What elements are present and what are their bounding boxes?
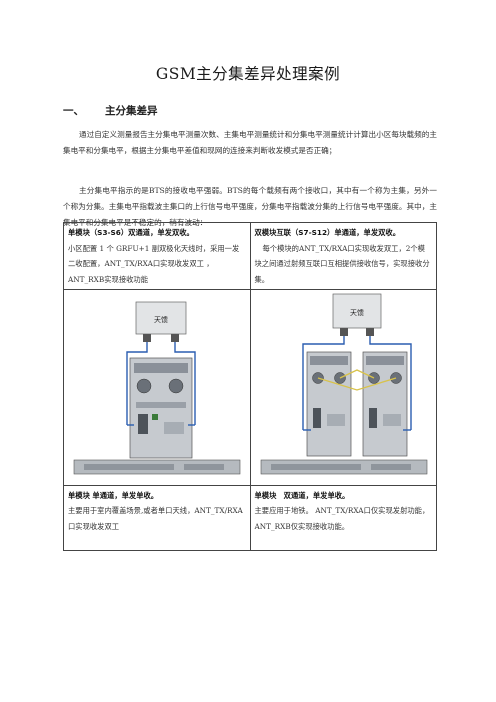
module-label-plate (326, 414, 345, 426)
cell-single-module-dual-channel-single-rx: 单模块 双通道，单发单收。 主要应用于地铁。 ANT_TX/RXA口仅实现发射功… (249, 484, 437, 551)
configuration-table: 单模块（S3-S6）双通道，单发双收。 小区配置 1 个 GRFU+1 副双极化… (63, 222, 437, 551)
dual-module-wiring-diagram: 天馈 (260, 293, 427, 475)
cell-single-module-dual-channel: 单模块（S3-S6）双通道，单发双收。 小区配置 1 个 GRFU+1 副双极化… (63, 222, 251, 290)
page-title: GSM主分集差异处理案例 (155, 65, 341, 83)
rack-slot (84, 464, 174, 470)
cable-module1 (301, 336, 345, 430)
cell-text: 小区配置 1 个 GRFU+1 副双极化天线时，采用一发二收配置，ANT_TX/… (68, 243, 240, 284)
antenna-box (332, 293, 381, 329)
port-b-icon (168, 378, 184, 394)
cable-main (126, 342, 148, 425)
cell-heading: 单模块 单通道，单发单收。 (68, 490, 159, 500)
antenna-label: 天馈 (350, 308, 364, 317)
cell-heading: 单模块（S3-S6）双通道，单发双收。 (68, 228, 194, 237)
antenna-connector (339, 328, 348, 336)
cell-heading: 双模块互联（S7-S12）单通道，单发双收。 (254, 228, 401, 237)
section-heading-text: 主分集差异 (105, 105, 158, 117)
module-top-panel (309, 356, 348, 365)
rf-module-2 (362, 351, 407, 457)
cell-text: 主要用于室内覆盖场景,或者单口天线，ANT_TX/RXA口实现收发双工 (68, 506, 243, 531)
rf-module-1 (306, 351, 351, 457)
section-number: 一、 (63, 105, 84, 117)
rack-slot (370, 464, 411, 470)
cell-heading: 单模块 双通道，单发单收。 (254, 490, 350, 500)
cell-single-module-single-channel: 单模块 单通道，单发单收。 主要用于室内覆盖场景,或者单口天线，ANT_TX/R… (63, 484, 251, 551)
antenna-label: 天馈 (154, 315, 168, 324)
module-slot (138, 414, 148, 434)
paragraph-1: 通过自定义测量报告主分集电平测量次数、主集电平测量统计和分集电平测量统计计算出小… (63, 130, 437, 155)
module-top-panel (365, 356, 404, 365)
single-module-wiring-diagram: 天馈 (73, 301, 241, 475)
antenna-connector (171, 334, 179, 342)
cable-diversity (174, 342, 196, 425)
antenna-box (135, 301, 187, 335)
rf-interconnect-cable (317, 377, 396, 391)
rack-slot (270, 464, 361, 470)
rf-interconnect-cable (339, 369, 374, 379)
module-stripe (136, 402, 186, 408)
module-slot (368, 408, 377, 428)
module-label-plate (164, 422, 184, 434)
status-led (152, 414, 158, 420)
module-top-panel (134, 363, 188, 373)
module-label-plate (382, 414, 401, 426)
rack-slot (184, 464, 224, 470)
diagram-dual-module: 天馈 (249, 289, 437, 486)
cable-module2 (368, 336, 412, 430)
cell-text: 主要应用于地铁。 ANT_TX/RXA口仅实现发射功能， ANT_RXB仅实现接… (254, 506, 430, 531)
section-heading: 一、 主分集差异 (63, 103, 158, 118)
port-a-icon (136, 378, 152, 394)
module-slot (312, 408, 321, 428)
cell-text: 每个模块的ANT_TX/RXA口实现收发双工，2个模块之间通过射频互联口互相提供… (254, 243, 430, 284)
antenna-connector (365, 328, 374, 336)
cell-dual-module-interconnect: 双模块互联（S7-S12）单通道，单发双收。 每个模块的ANT_TX/RXA口实… (249, 222, 437, 290)
diagram-single-module: 天馈 (63, 289, 251, 486)
antenna-connector (143, 334, 151, 342)
